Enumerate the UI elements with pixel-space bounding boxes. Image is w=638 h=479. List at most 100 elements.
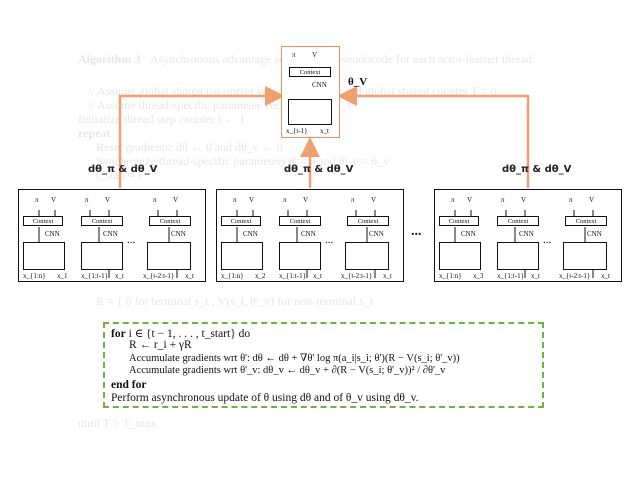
input-label: x_t	[115, 272, 124, 280]
cnn-label: CNN	[301, 230, 316, 238]
worker-1: π V π V π V Context Context Context CNN …	[18, 189, 206, 282]
input-label: x_{t-2:t-1}	[143, 272, 175, 280]
value-output: V	[589, 196, 595, 204]
value-output: V	[249, 196, 255, 204]
value-output: V	[467, 196, 473, 204]
context-layer: Context	[347, 216, 389, 226]
value-output: V	[51, 196, 57, 204]
for-keyword: for	[111, 328, 126, 340]
policy-output: π	[35, 196, 39, 204]
algorithm-line: R = { 0 for terminal s_t ; V(s_t, θ'_v) …	[96, 294, 374, 308]
context-layer: Context	[289, 67, 331, 77]
ellipsis: ...	[127, 234, 136, 246]
cnn-label: CNN	[369, 230, 384, 238]
policy-output: π	[569, 196, 573, 204]
worker-3: π V π V π V Context Context Context CNN …	[434, 189, 622, 282]
code-line-1: for i ∈ {t − 1, . . . , t_start} do	[111, 326, 250, 340]
worker-2: π V π V π V Context Context Context CNN …	[216, 189, 404, 282]
global-network: π V Context CNN x_{t-1} x_t	[281, 46, 340, 138]
value-output: V	[173, 196, 179, 204]
frame-stack	[439, 242, 481, 270]
cnn-label: CNN	[519, 230, 534, 238]
gradient-label: dθ_π & dθ_V	[502, 164, 572, 175]
policy-output: π	[451, 196, 455, 204]
input-label: x_{1:n}	[439, 272, 462, 280]
code-line-3: Accumulate gradients wrt θ': dθ ← dθ + ∇…	[129, 353, 460, 364]
algorithm-line: Reset gradients: dθ ← 0 and dθ_v ← 0.	[96, 140, 286, 154]
frame-stack	[23, 242, 65, 270]
frame-stack	[81, 242, 123, 270]
algorithm-line: until T > T_max	[78, 416, 157, 430]
frame-stack	[563, 242, 607, 270]
cnn-label: CNN	[312, 81, 327, 89]
gradient-label: dθ_π & dθ_V	[88, 164, 158, 175]
ellipsis: ...	[543, 234, 552, 246]
global-params-label: θ_V	[348, 76, 368, 88]
workers-ellipsis: ...	[411, 224, 422, 239]
code-line-5: end for	[111, 379, 147, 391]
context-layer: Context	[439, 216, 479, 226]
value-output: V	[371, 196, 377, 204]
frame-stack	[497, 242, 539, 270]
arrow-left-worker	[118, 86, 285, 188]
context-layer: Context	[23, 216, 63, 226]
code-line-6: Perform asynchronous update of θ using d…	[111, 392, 419, 404]
value-output: V	[105, 196, 111, 204]
cnn-label: CNN	[461, 230, 476, 238]
input-label: x_2	[255, 272, 266, 280]
value-output: V	[312, 51, 318, 59]
input-label: x_{t-1}	[286, 127, 308, 135]
policy-output: π	[233, 196, 237, 204]
cnn-label: CNN	[171, 230, 186, 238]
algorithm-line: Synchronize thread-specific parameters θ…	[96, 154, 390, 168]
ellipsis: ...	[325, 234, 334, 246]
code-line-2: R ← r_i + γR	[129, 339, 192, 351]
context-layer: Context	[221, 216, 261, 226]
input-label: x_1	[57, 272, 68, 280]
value-output: V	[303, 196, 309, 204]
policy-output: π	[283, 196, 287, 204]
context-layer: Context	[149, 216, 191, 226]
policy-output: π	[292, 51, 296, 59]
algorithm-title: Algorithm 3	[78, 52, 141, 66]
code-line-4: Accumulate gradients wrt θ'_v: dθ_v ← dθ…	[129, 365, 446, 376]
cnn-label: CNN	[243, 230, 258, 238]
algorithm-caption: Asynchronous advantage actor-critic - ps…	[150, 52, 535, 66]
input-label: x_{1:t-1}	[81, 272, 108, 280]
context-layer: Context	[81, 216, 123, 226]
context-layer: Context	[565, 216, 607, 226]
cnn-label: CNN	[587, 230, 602, 238]
context-layer: Context	[279, 216, 321, 226]
input-label: x_{1:n}	[23, 272, 46, 280]
input-label: x_3	[473, 272, 484, 280]
algorithm-line: repeat	[78, 126, 111, 140]
cnn-label: CNN	[103, 230, 118, 238]
value-output: V	[521, 196, 527, 204]
cnn-label: CNN	[45, 230, 60, 238]
input-label: x_{t-2:t-1}	[559, 272, 591, 280]
input-label: x_t	[313, 272, 322, 280]
frame-stack	[279, 242, 321, 270]
cnn-block	[288, 99, 332, 125]
arrow-right-worker	[337, 86, 530, 188]
frame-stack	[221, 242, 263, 270]
input-label: x_{1:t-1}	[497, 272, 524, 280]
input-label: x_t	[185, 272, 194, 280]
input-label: x_t	[531, 272, 540, 280]
input-label: x_{1:n}	[221, 272, 244, 280]
policy-output: π	[501, 196, 505, 204]
input-label: x_t	[601, 272, 610, 280]
code-panel: for i ∈ {t − 1, . . . , t_start} do R ← …	[103, 322, 544, 408]
frame-stack	[345, 242, 389, 270]
loop-range: i ∈ {t − 1, . . . , t_start} do	[128, 328, 251, 340]
input-label: x_t	[320, 127, 329, 135]
policy-output: π	[351, 196, 355, 204]
context-layer: Context	[497, 216, 539, 226]
policy-output: π	[85, 196, 89, 204]
frame-stack	[147, 242, 191, 270]
gradient-label: dθ_π & dθ_V	[284, 164, 354, 175]
input-label: x_{t-2:t-1}	[341, 272, 373, 280]
input-label: x_t	[383, 272, 392, 280]
input-label: x_{1:t-1}	[279, 272, 306, 280]
